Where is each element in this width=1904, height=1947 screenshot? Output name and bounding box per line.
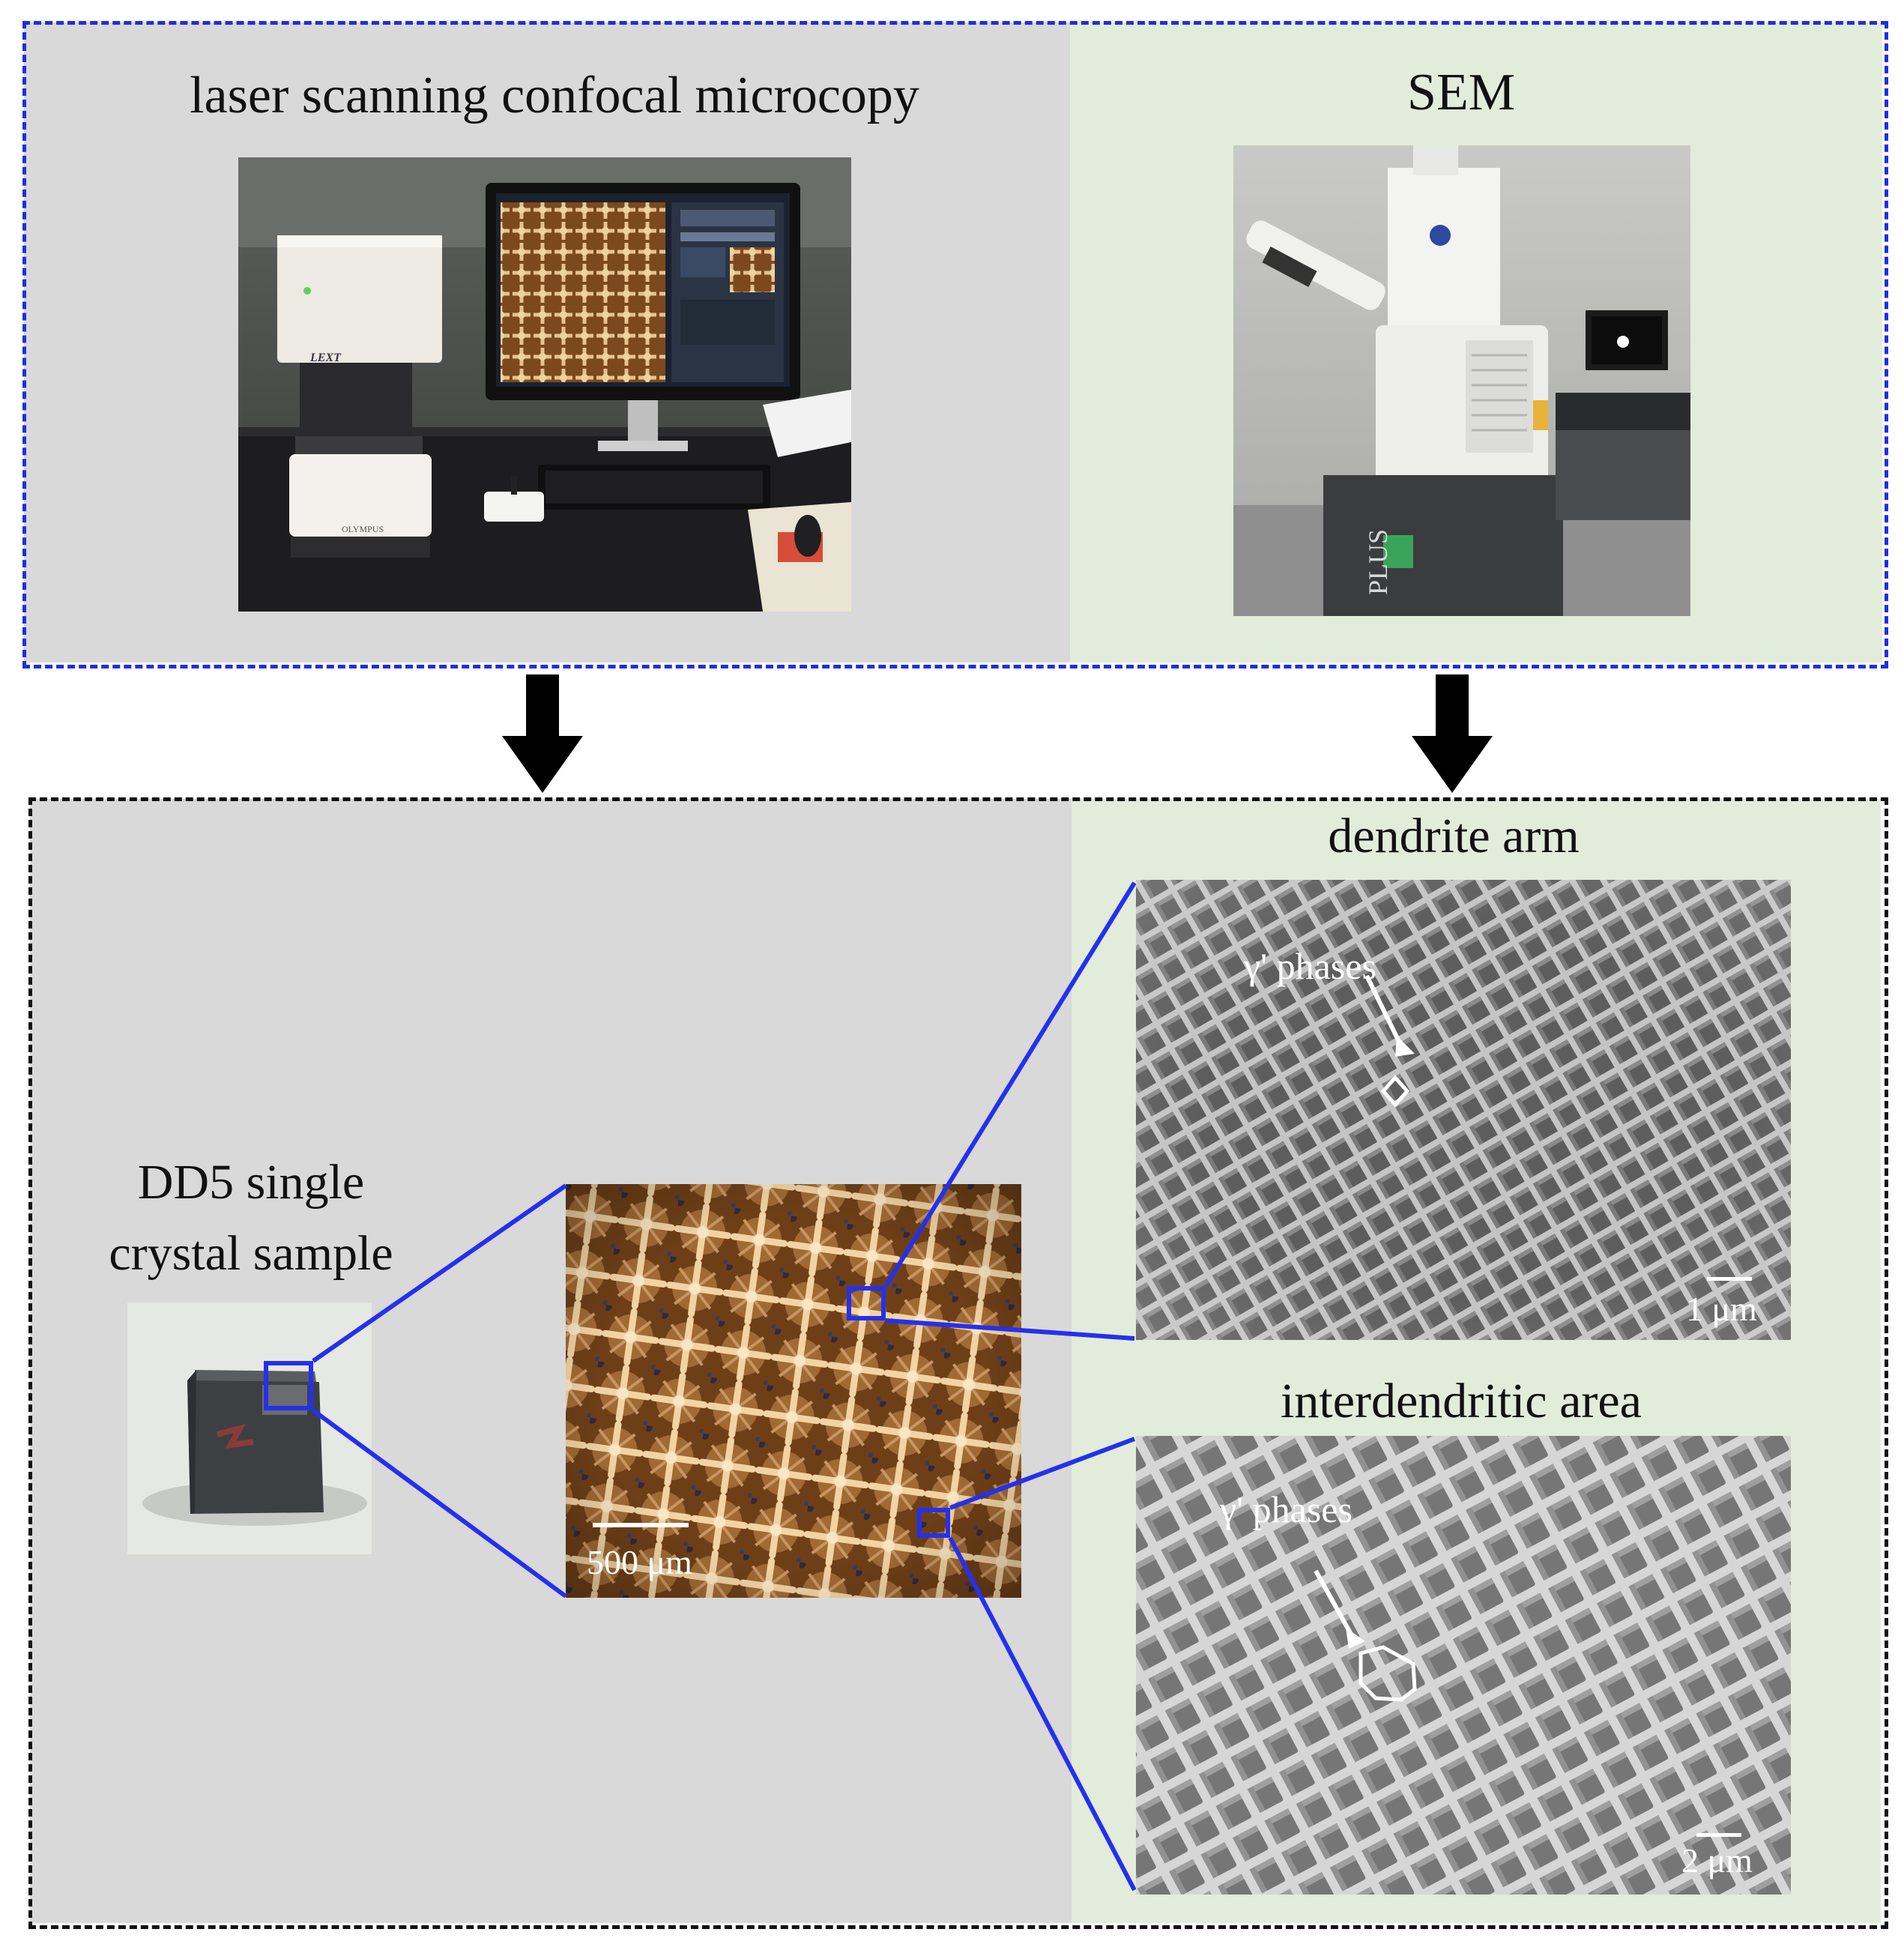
lscm-photo: LEXT OLYMPUS: [238, 157, 851, 612]
sample-photo: [127, 1302, 372, 1554]
sem-photo: PLUS: [1233, 145, 1690, 616]
optical-scale-label: 500 μm: [587, 1543, 692, 1581]
sem-title: SEM: [1407, 64, 1515, 121]
sem-top-title: dendrite arm: [1328, 809, 1580, 863]
lscm-title: laser scanning confocal microcopy: [190, 67, 919, 124]
sem-top-scale-label: 1 μm: [1686, 1290, 1757, 1328]
sem-top-phase-label: γ' phases: [1244, 945, 1376, 987]
sample-title-line1: DD5 single: [137, 1155, 365, 1210]
top-panel-border: [22, 21, 1888, 668]
sem-interdendritic-image: [1136, 1436, 1791, 1895]
sem-bottom-title: interdendritic area: [1281, 1374, 1642, 1428]
optical-zoom-box-top: [847, 1286, 886, 1320]
svg-text:PLUS: PLUS: [1363, 529, 1393, 595]
arrow-right: [1412, 674, 1493, 793]
optical-micrograph: [566, 1184, 1021, 1598]
svg-text:LEXT: LEXT: [309, 351, 342, 364]
sample-title-line2: crystal sample: [109, 1226, 393, 1281]
sample-zoom-box: [264, 1361, 313, 1410]
optical-zoom-box-bottom: [917, 1508, 950, 1538]
arrow-left: [502, 674, 583, 793]
sem-bottom-phase-label: γ' phases: [1220, 1488, 1353, 1530]
sem-bottom-scale-label: 2 μm: [1681, 1841, 1753, 1880]
bottom-panel-border: [28, 797, 1888, 1929]
sem-dendrite-arm-image: [1136, 880, 1791, 1340]
svg-text:OLYMPUS: OLYMPUS: [342, 524, 384, 534]
